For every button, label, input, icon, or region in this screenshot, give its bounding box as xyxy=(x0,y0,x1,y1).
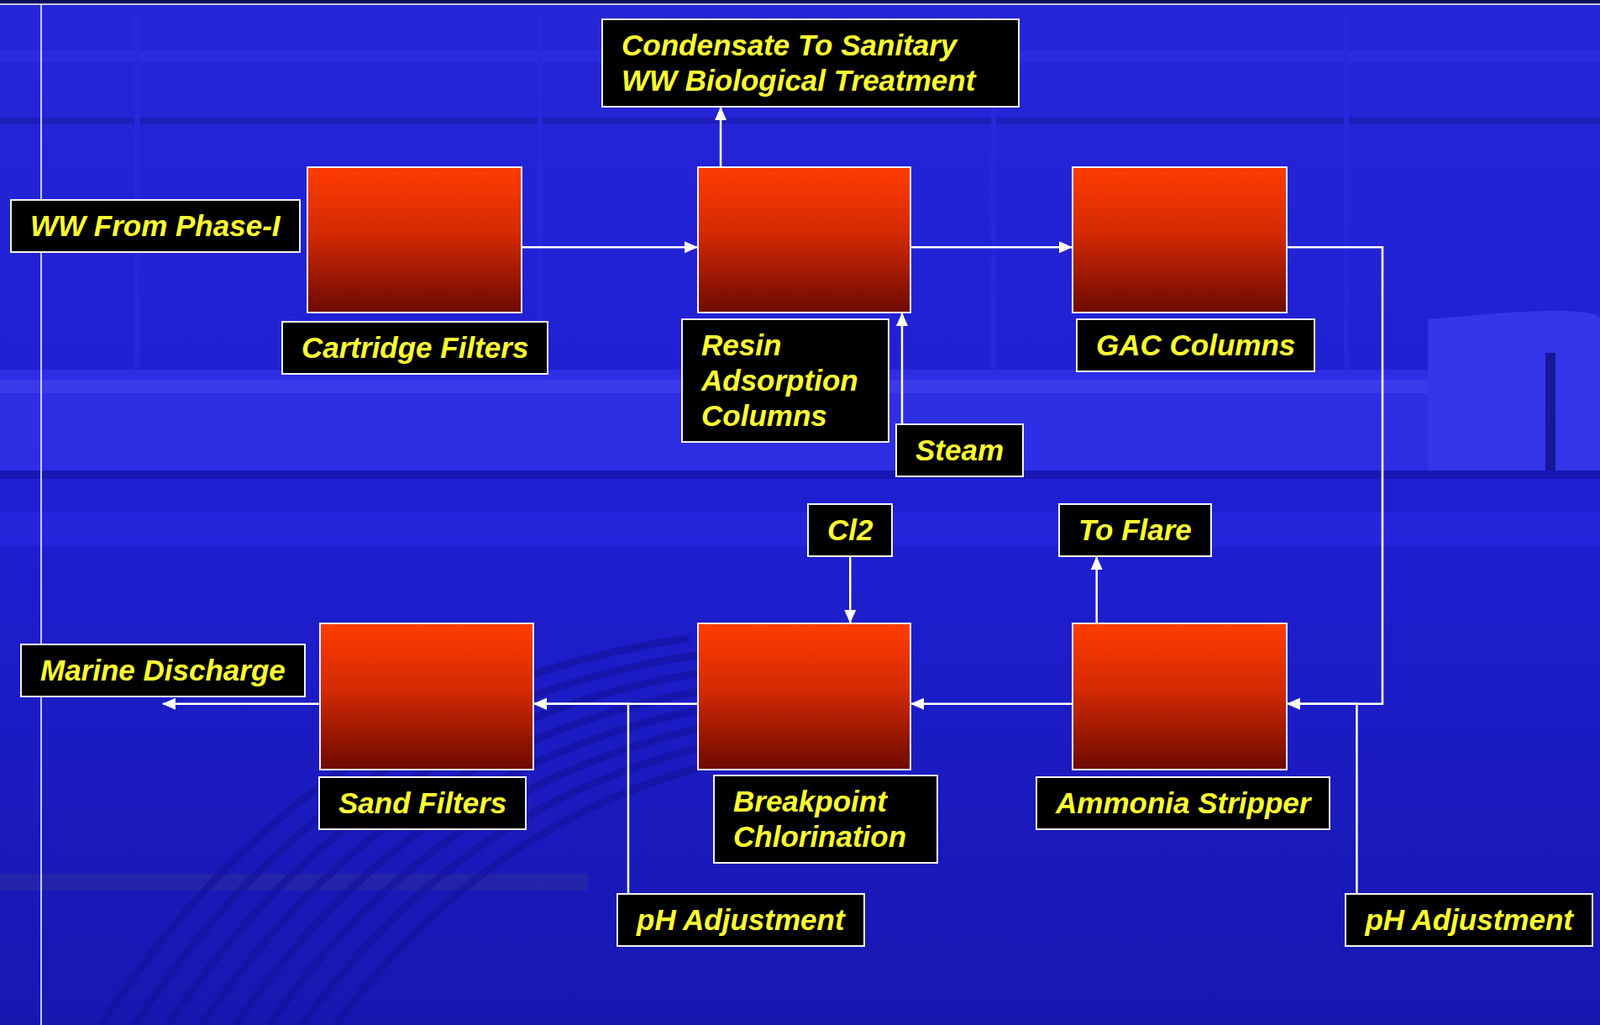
stream-label-box: Condensate To Sanitary WW Biological Tre… xyxy=(601,18,1020,108)
stream-label-box: Marine Discharge xyxy=(20,643,306,698)
process-box: Sand Filters xyxy=(319,622,535,771)
flow-arrow xyxy=(911,246,1072,249)
stream-label: To Flare xyxy=(1078,512,1192,548)
stream-label: Marine Discharge xyxy=(40,652,286,688)
top-bar xyxy=(0,0,1600,5)
stream-label-box: pH Adjustment xyxy=(1344,892,1594,947)
stream-label-box: WW From Phase-I xyxy=(10,199,301,253)
stream-label-box: pH Adjustment xyxy=(616,892,866,947)
flow-arrow xyxy=(534,703,629,893)
process-box: Resin Adsorption Columns xyxy=(697,166,912,314)
process-box: Cartridge Filters xyxy=(306,166,523,314)
stream-label: Steam xyxy=(915,432,1004,468)
flow-arrow xyxy=(162,702,320,706)
process-box: Breakpoint Chlorination xyxy=(697,622,912,771)
flow-arrow xyxy=(1287,246,1383,704)
stream-label: WW From Phase-I xyxy=(30,208,281,244)
stream-label: Condensate To Sanitary WW Biological Tre… xyxy=(621,27,1000,99)
process-name: Cartridge Filters xyxy=(281,320,549,375)
stream-label-box: To Flare xyxy=(1058,503,1212,557)
scaffold-post xyxy=(134,16,140,370)
top-rule xyxy=(0,3,1600,6)
stream-label-box: Cl2 xyxy=(807,503,893,557)
flow-arrow xyxy=(901,313,904,424)
process-name: Ammonia Stripper xyxy=(1035,776,1331,830)
flow-arrow xyxy=(911,702,1072,706)
pipe-flange xyxy=(1545,352,1556,471)
process-box: GAC Columns xyxy=(1071,166,1288,314)
flow-arrow xyxy=(522,246,698,249)
walkway xyxy=(0,512,1600,546)
scaffold-post xyxy=(1343,16,1349,370)
stream-label: pH Adjustment xyxy=(636,902,845,938)
margin-rule xyxy=(40,4,42,1025)
scaffold-post xyxy=(537,16,543,370)
process-box: Ammonia Stripper xyxy=(1071,622,1288,771)
stream-label: Cl2 xyxy=(827,512,873,548)
stream-label: pH Adjustment xyxy=(1364,902,1574,938)
pipe-shadow xyxy=(0,470,1600,479)
pipe-rack xyxy=(0,117,1600,125)
flow-arrow xyxy=(719,107,723,167)
process-name: GAC Columns xyxy=(1075,318,1316,373)
process-name: Resin Adsorption Columns xyxy=(681,318,890,443)
flow-arrow xyxy=(849,556,852,623)
process-name: Breakpoint Chlorination xyxy=(713,774,939,864)
stream-label-box: Steam xyxy=(895,423,1024,478)
flow-arrow xyxy=(1095,556,1098,623)
pipe-elbow xyxy=(1427,310,1600,471)
process-name: Sand Filters xyxy=(318,776,527,830)
